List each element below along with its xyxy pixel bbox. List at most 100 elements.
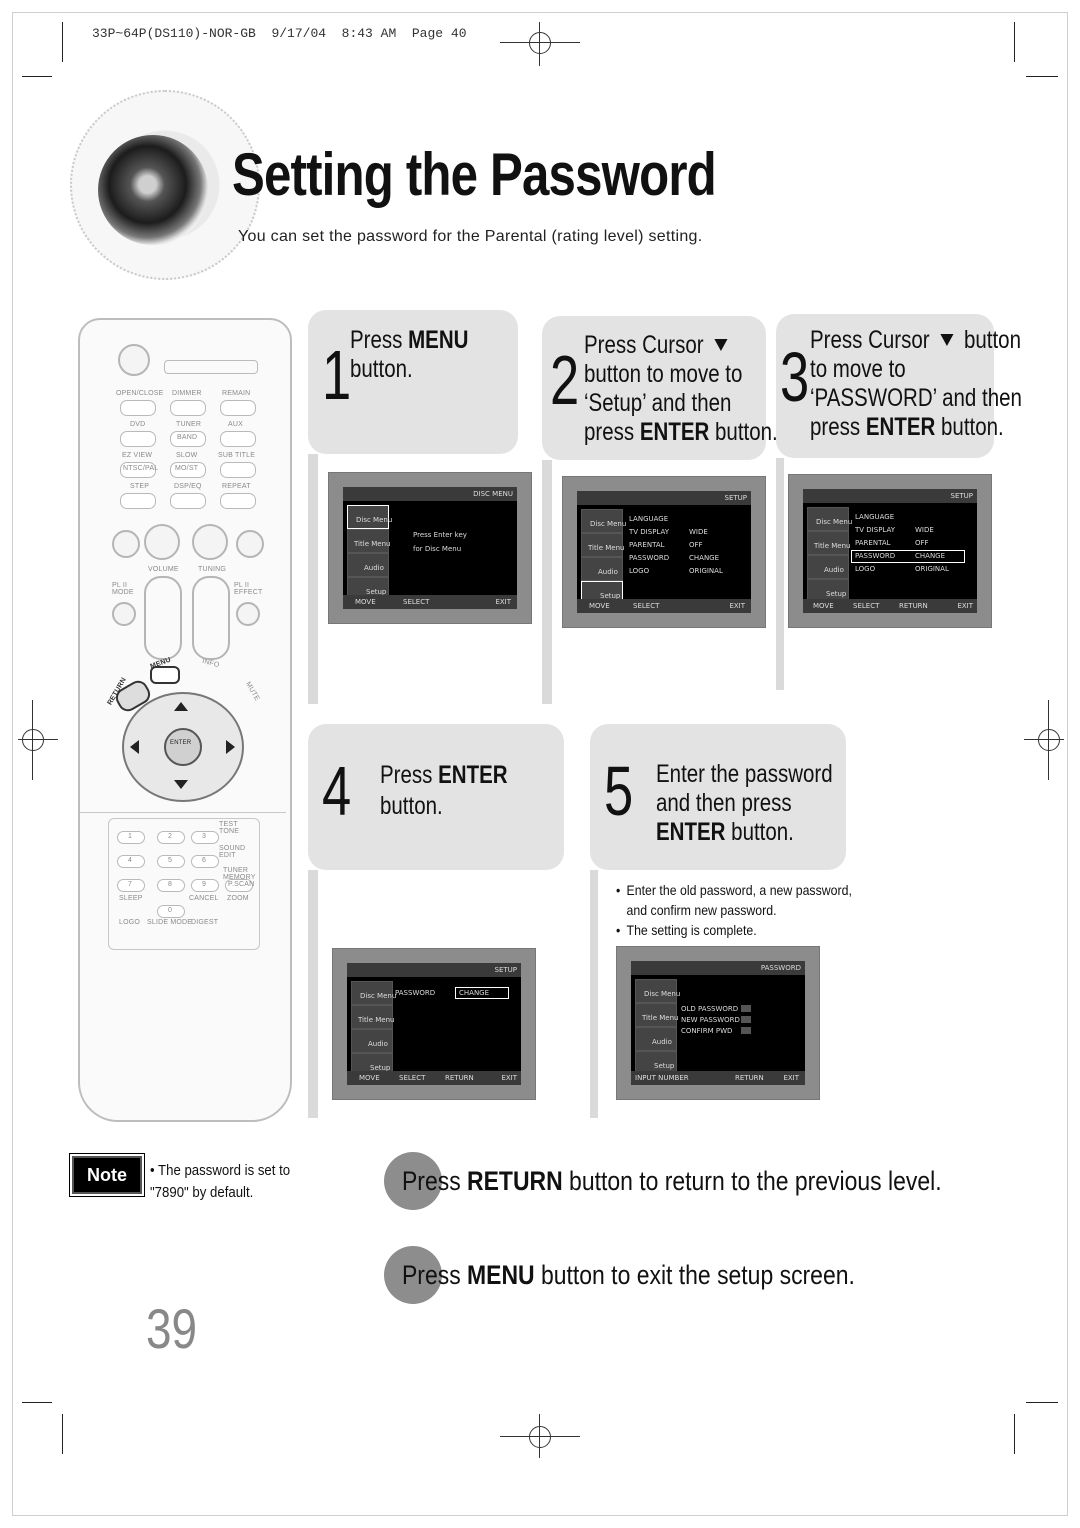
volume-rocker bbox=[144, 576, 182, 660]
page-border bbox=[12, 12, 1068, 1516]
screen-setup-menu: SETUP Disc Menu Title Menu Audio Setup L… bbox=[562, 476, 766, 628]
remote-label: MUTE bbox=[244, 680, 261, 703]
remote-label: DVD bbox=[130, 421, 146, 428]
registration-mark bbox=[18, 700, 58, 780]
step-1-panel bbox=[308, 310, 518, 454]
mo-st-button: MO/ST bbox=[170, 462, 206, 478]
screen-password-entry: PASSWORD Disc Menu Title Menu Audio Setu… bbox=[616, 946, 820, 1100]
step-1-number: 1 bbox=[322, 336, 352, 414]
print-header: 33P~64P(DS110)-NOR-GB 9/17/04 8:43 AM Pa… bbox=[92, 26, 467, 41]
step-1-stem bbox=[308, 454, 318, 704]
step-4-stem bbox=[308, 870, 318, 1118]
crop-mark bbox=[1026, 1402, 1058, 1403]
screen-password-change: SETUP Disc Menu Title Menu Audio Setup P… bbox=[332, 948, 536, 1100]
step-2-stem bbox=[542, 460, 552, 704]
remote-label: REMAIN bbox=[222, 390, 251, 397]
note-line: "7890" by default. bbox=[150, 1184, 254, 1201]
step-5-stem bbox=[590, 870, 598, 1118]
step-5-number: 5 bbox=[604, 752, 634, 830]
remote-label: OPEN/CLOSE bbox=[116, 390, 164, 397]
play-pause-button bbox=[192, 524, 228, 560]
cursor-right-icon bbox=[226, 740, 235, 754]
crop-mark bbox=[62, 22, 63, 62]
registration-mark bbox=[1024, 700, 1064, 780]
remote-label: EZ VIEW bbox=[122, 452, 153, 459]
tip-return: Press RETURN button to return to the pre… bbox=[402, 1166, 942, 1196]
remote-label: REPEAT bbox=[222, 483, 251, 490]
note-item: and confirm new password. bbox=[626, 902, 777, 918]
step-2-number: 2 bbox=[550, 341, 580, 419]
screen-setup-password-selected: SETUP Disc Menu Title Menu Audio Setup L… bbox=[788, 474, 992, 628]
note-item: The setting is complete. bbox=[616, 920, 852, 940]
tuning-rocker bbox=[192, 576, 230, 660]
pl2-mode-button bbox=[112, 602, 136, 626]
menu-button bbox=[150, 666, 180, 684]
remote-control-illustration: OPEN/CLOSE DIMMER REMAIN DVD TUNER AUX B… bbox=[78, 318, 292, 1122]
page-number: 39 bbox=[146, 1297, 198, 1360]
speaker-cone-icon bbox=[98, 135, 208, 245]
remote-label: VOLUME bbox=[148, 566, 179, 573]
crop-mark bbox=[1014, 22, 1015, 62]
step-4-number: 4 bbox=[322, 752, 352, 830]
step-button bbox=[120, 493, 156, 509]
remote-label: TUNER bbox=[176, 421, 202, 428]
cursor-up-icon bbox=[174, 702, 188, 711]
note-text: • The password is set to "7890" by defau… bbox=[150, 1160, 290, 1204]
step-3-text: Press Cursor button to move to ‘PASSWORD… bbox=[810, 326, 1022, 441]
display-window bbox=[164, 360, 258, 374]
remote-label: PL II EFFECT bbox=[234, 582, 263, 596]
registration-mark bbox=[500, 1414, 580, 1458]
pl2-effect-button bbox=[236, 602, 260, 626]
remote-label: SLOW bbox=[176, 452, 198, 459]
skip-forward-button bbox=[236, 530, 264, 558]
tip-bullet-icon bbox=[384, 1152, 442, 1210]
dvd-button bbox=[120, 431, 156, 447]
remain-button bbox=[220, 400, 256, 416]
aux-button bbox=[220, 431, 256, 447]
remote-label: STEP bbox=[130, 483, 150, 490]
dsp-eq-button bbox=[170, 493, 206, 509]
open-close-button bbox=[120, 400, 156, 416]
crop-mark bbox=[62, 1414, 63, 1454]
step-3-panel bbox=[776, 314, 994, 458]
subtitle-button bbox=[220, 462, 256, 478]
dimmer-button bbox=[170, 400, 206, 416]
crop-mark bbox=[22, 76, 52, 77]
tip-bullet-icon bbox=[384, 1246, 442, 1304]
step-3-stem bbox=[776, 458, 784, 690]
remote-label: AUX bbox=[228, 421, 243, 428]
cursor-left-icon bbox=[130, 740, 139, 754]
screen-disc-menu: DISC MENU Disc Menu Title Menu Audio Set… bbox=[328, 472, 532, 624]
step-5-notes: Enter the old password, a new password, … bbox=[616, 880, 852, 940]
numpad: TEST TONE 1 2 3 SOUND EDIT 4 5 6 TUNER M… bbox=[108, 818, 260, 950]
remote-label: TUNING bbox=[198, 566, 227, 573]
remote-label: PL II MODE bbox=[112, 582, 134, 596]
power-button bbox=[118, 344, 150, 376]
remote-label: DIMMER bbox=[172, 390, 202, 397]
step-2-text: Press Cursor button to move to ‘Setup’ a… bbox=[584, 331, 778, 446]
crop-mark bbox=[1026, 76, 1058, 77]
note-line: • The password is set to bbox=[150, 1162, 291, 1179]
tip-menu: Press MENU button to exit the setup scre… bbox=[402, 1260, 855, 1290]
down-triangle-icon bbox=[714, 339, 728, 351]
down-triangle-icon bbox=[940, 334, 954, 346]
step-4-panel bbox=[308, 724, 564, 870]
remote-label: SUB TITLE bbox=[218, 452, 256, 459]
cursor-down-icon bbox=[174, 780, 188, 789]
page-subtitle: You can set the password for the Parenta… bbox=[238, 228, 703, 245]
enter-button: ENTER bbox=[164, 728, 202, 766]
stop-button bbox=[144, 524, 180, 560]
repeat-button bbox=[220, 493, 256, 509]
remote-label: INFO bbox=[201, 657, 221, 670]
crop-mark bbox=[1014, 1414, 1015, 1454]
speaker-graphic bbox=[70, 90, 260, 280]
skip-back-button bbox=[112, 530, 140, 558]
band-button: BAND bbox=[170, 431, 206, 447]
registration-mark bbox=[500, 22, 580, 66]
remote-label: DSP/EQ bbox=[174, 483, 202, 490]
step-3-number: 3 bbox=[780, 338, 810, 416]
page-title: Setting the Password bbox=[232, 141, 717, 208]
step-5-text: Enter the password and then press ENTER … bbox=[656, 760, 833, 846]
